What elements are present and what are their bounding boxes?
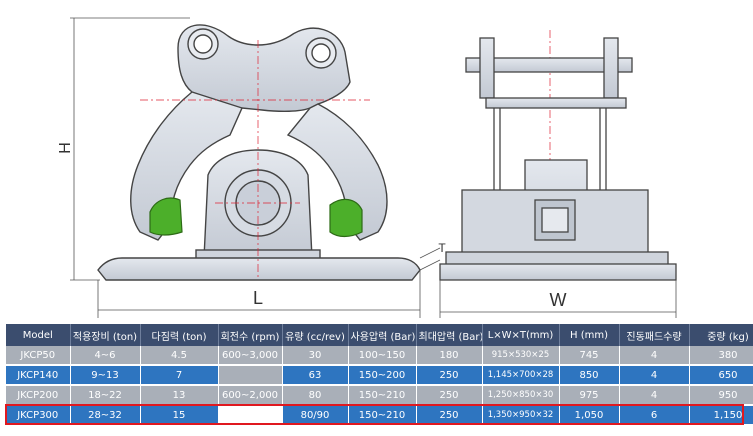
cell-flow: 80/90 <box>282 405 349 426</box>
dim-label-h: H <box>57 142 74 154</box>
header-pressure: 사용압력 (Bar) <box>348 324 417 346</box>
cell-h: 975 <box>559 385 620 406</box>
table-header-row: Model 적용장비 (ton) 다짐력 (ton) 회전수 (rpm) 유량 … <box>6 324 753 346</box>
cell-force: 4.5 <box>140 346 219 366</box>
header-height: H (mm) <box>559 324 620 346</box>
dimension-h <box>70 17 190 281</box>
dimension-t <box>419 247 441 271</box>
header-weight: 중량 (kg) <box>689 324 753 346</box>
header-flow: 유량 (cc/rev) <box>282 324 349 346</box>
cell-h: 850 <box>559 365 620 386</box>
table-row: JKCP140 9~13 7 63 150~200 250 1,145×700×… <box>6 365 753 386</box>
dim-label-t: T <box>438 241 446 255</box>
cell-pads: 4 <box>619 385 690 406</box>
cell-pressure: 150~200 <box>348 365 417 386</box>
side-view <box>439 37 677 281</box>
cell-pressure: 150~210 <box>348 385 417 406</box>
cell-weight: 650 <box>689 365 753 386</box>
cell-rpm <box>218 365 283 386</box>
header-force: 다짐력 (ton) <box>140 324 219 346</box>
cell-h: 1,050 <box>559 405 620 426</box>
cell-h: 745 <box>559 346 620 366</box>
cell-equip: 4~6 <box>70 346 141 366</box>
header-pad-count: 진동패드수량 <box>619 324 690 346</box>
cell-equip: 18~22 <box>70 385 141 406</box>
cell-pads: 4 <box>619 365 690 386</box>
cell-lwt: 1,250×850×30 <box>482 385 560 406</box>
dimension-l <box>97 270 421 318</box>
cell-pressure: 100~150 <box>348 346 417 366</box>
dim-label-l: L <box>253 288 263 308</box>
cell-rpm: 600~2,000 <box>218 385 283 406</box>
front-view <box>97 24 421 281</box>
cell-model: JKCP140 <box>6 365 71 386</box>
header-max-pressure: 최대압력 (Bar) <box>416 324 483 346</box>
cell-rpm <box>218 405 283 426</box>
cell-flow: 30 <box>282 346 349 366</box>
table-row: JKCP200 18~22 13 600~2,000 80 150~210 25… <box>6 385 753 406</box>
cell-equip: 9~13 <box>70 365 141 386</box>
cell-pads: 6 <box>619 405 690 426</box>
technical-drawing: H L T W <box>57 17 677 318</box>
cell-lwt: 1,350×950×32 <box>482 405 560 426</box>
cell-force: 13 <box>140 385 219 406</box>
cell-pads: 4 <box>619 346 690 366</box>
cell-pressure: 150~210 <box>348 405 417 426</box>
cell-weight: 1,150 <box>689 405 753 426</box>
cell-lwt: 915×530×25 <box>482 346 560 366</box>
spec-table: Model 적용장비 (ton) 다짐력 (ton) 회전수 (rpm) 유량 … <box>6 324 753 426</box>
table-row: JKCP300 28~32 15 80/90 150~210 250 1,350… <box>6 405 753 426</box>
cell-rpm: 600~3,000 <box>218 346 283 366</box>
cell-model: JKCP300 <box>6 405 71 426</box>
dimension-w <box>439 280 677 318</box>
cell-force: 7 <box>140 365 219 386</box>
cell-model: JKCP200 <box>6 385 71 406</box>
table-row: JKCP50 4~6 4.5 600~3,000 30 100~150 180 … <box>6 346 753 366</box>
header-equipment: 적용장비 (ton) <box>70 324 141 346</box>
rubber-pads <box>149 197 363 238</box>
cell-lwt: 1,145×700×28 <box>482 365 560 386</box>
header-rpm: 회전수 (rpm) <box>218 324 283 346</box>
header-dimensions: L×W×T(mm) <box>482 324 560 346</box>
cell-weight: 380 <box>689 346 753 366</box>
cell-max-pressure: 250 <box>416 385 483 406</box>
dim-label-w: W <box>550 290 567 310</box>
cell-max-pressure: 180 <box>416 346 483 366</box>
header-model: Model <box>6 324 71 346</box>
cell-max-pressure: 250 <box>416 405 483 426</box>
cell-force: 15 <box>140 405 219 426</box>
cell-flow: 63 <box>282 365 349 386</box>
cell-model: JKCP50 <box>6 346 71 366</box>
cell-weight: 950 <box>689 385 753 406</box>
cell-equip: 28~32 <box>70 405 141 426</box>
cell-max-pressure: 250 <box>416 365 483 386</box>
cell-flow: 80 <box>282 385 349 406</box>
